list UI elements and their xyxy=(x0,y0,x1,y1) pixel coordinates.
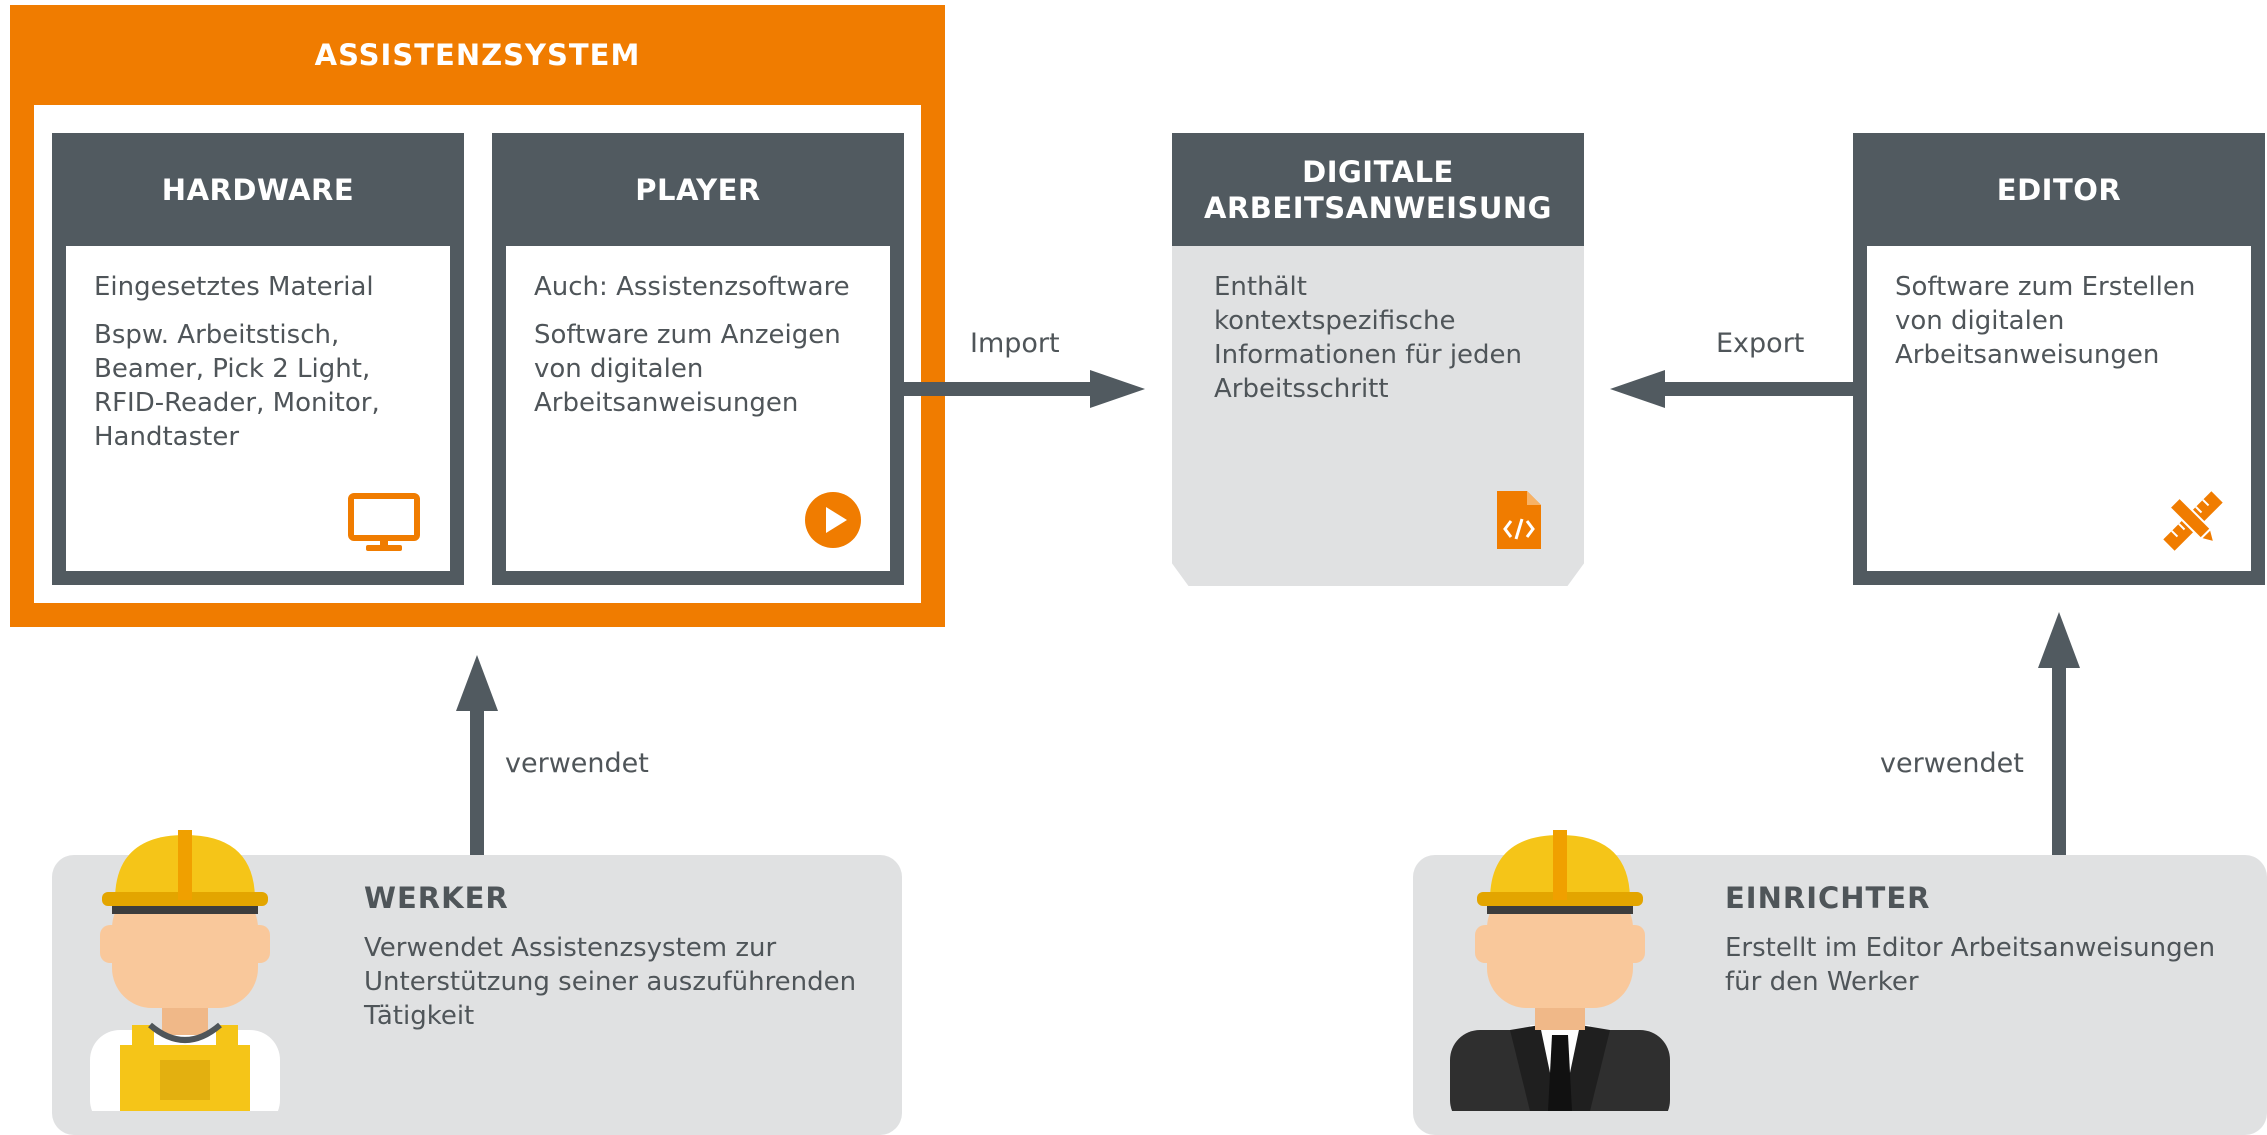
einrichter-uses-arrow xyxy=(2038,612,2080,855)
werker-description: Verwendet Assistenzsystem zur Unterstütz… xyxy=(364,933,857,1031)
editor-card: EDITOR Software zum Erstellen von digita… xyxy=(1853,133,2265,585)
export-arrow xyxy=(1610,370,1860,408)
export-label: Export xyxy=(1716,328,1805,359)
editor-description: Software zum Erstellen von digitalen Arb… xyxy=(1895,272,2196,370)
player-body: Auch: Assistenzsoftware Software zum Anz… xyxy=(506,246,890,571)
digital-title-line2: ARBEITSANWEISUNG xyxy=(1204,190,1552,225)
hardware-description: Bspw. Arbeitstisch, Beamer, Pick 2 Light… xyxy=(94,320,380,452)
hardware-card: HARDWARE Eingesetztes Material Bspw. Arb… xyxy=(52,133,464,585)
hardware-title: HARDWARE xyxy=(161,172,355,207)
code-file-icon xyxy=(1497,491,1541,553)
pencil-ruler-icon xyxy=(2163,491,2223,555)
werker-uses-label: verwendet xyxy=(505,748,649,779)
digitale-arbeitsanweisung-title: DIGITALE ARBEITSANWEISUNG xyxy=(1172,133,1584,246)
digital-title-line1: DIGITALE xyxy=(1302,154,1454,189)
einrichter-description: Erstellt im Editor Arbeitsanweisungen fü… xyxy=(1725,933,2216,997)
player-card: PLAYER Auch: Assistenzsoftware Software … xyxy=(492,133,904,585)
digital-description: Enthält kontextspezifische Informationen… xyxy=(1214,272,1523,404)
hardware-body: Eingesetztes Material Bspw. Arbeitstisch… xyxy=(66,246,450,571)
werker-avatar xyxy=(90,830,280,1111)
werker-uses-arrow xyxy=(456,655,498,855)
einrichter-avatar xyxy=(1450,830,1670,1111)
digital-body: Enthält kontextspezifische Informationen… xyxy=(1172,246,1584,566)
einrichter-uses-label: verwendet xyxy=(1880,748,2024,779)
player-title: PLAYER xyxy=(635,172,761,207)
werker-title: WERKER xyxy=(364,881,509,915)
import-arrow xyxy=(900,370,1145,408)
einrichter-title: EINRICHTER xyxy=(1725,881,1931,915)
player-description: Software zum Anzeigen von digitalen Arbe… xyxy=(534,320,841,418)
import-label: Import xyxy=(970,328,1060,359)
player-subtitle: Auch: Assistenzsoftware xyxy=(534,272,850,302)
assistenzsystem-title: ASSISTENZSYSTEM xyxy=(314,38,641,72)
digitale-arbeitsanweisung-card: DIGITALE ARBEITSANWEISUNG Enthält kontex… xyxy=(1172,133,1584,586)
hardware-subtitle: Eingesetztes Material xyxy=(94,272,374,302)
editor-title: EDITOR xyxy=(1996,172,2122,207)
play-icon xyxy=(804,491,862,553)
monitor-icon xyxy=(348,493,420,557)
